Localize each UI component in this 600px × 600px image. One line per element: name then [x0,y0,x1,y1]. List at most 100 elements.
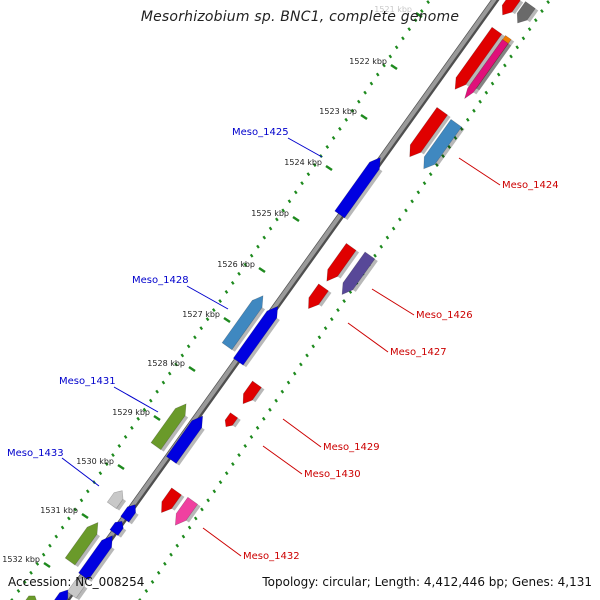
tick-dot-inner [163,561,167,566]
tick-dot-inner [373,253,377,258]
tick-dot-outer [306,172,311,177]
gene-label[interactable]: Meso_1429 [323,442,380,453]
gene-arrow-shade [526,8,539,23]
tick-dot-outer [199,326,204,331]
gene-arrow[interactable] [166,415,204,464]
tick-dot-inner [435,163,439,168]
gene-arrow-shade [252,387,265,403]
tick-dot-outer [293,190,298,195]
gene-arrow[interactable] [161,487,182,514]
tick-mark [415,11,423,19]
gene-arrow[interactable] [221,295,264,351]
tick-mark [360,113,368,121]
tick-dot-inner [397,217,402,222]
tick-dot-inner [385,235,390,240]
gene-label[interactable]: Meso_1427 [390,347,447,358]
gene-arrow[interactable] [501,0,521,16]
gene-arrow[interactable] [106,490,124,509]
gene-label[interactable]: Meso_1428 [132,275,189,286]
gene-arrow[interactable] [25,595,37,600]
gene-label[interactable]: Meso_1433 [7,448,64,459]
tick-label: 1521 kbp [374,5,412,14]
tick-dot-outer [363,90,367,95]
tick-dot-inner [465,117,470,122]
gene-arrow[interactable] [52,589,69,600]
gene-arrow[interactable] [334,157,381,219]
gene-arrow[interactable] [308,283,329,310]
gene-label[interactable]: Meso_1425 [232,127,289,138]
gene-arrow[interactable] [516,1,536,24]
tick-dot-outer [312,163,317,168]
tick-dot-outer [350,108,355,113]
tick-dot-inner [169,552,173,557]
tick-dot-outer [224,290,229,294]
tick-dot-outer [369,81,374,86]
tick-dot-inner [379,244,384,249]
tick-dot-outer [243,262,248,267]
tick-dot-outer [382,63,386,68]
gene-label[interactable]: Meso_1426 [416,310,473,321]
tick-dot-outer [262,235,267,240]
tick-dot-outer [161,380,166,385]
gene-arrow[interactable] [242,380,262,405]
gene-arrow[interactable] [454,26,503,90]
gene-arrow-shade [476,39,515,91]
tick-dot-inner [243,444,248,448]
tick-dot-outer [142,407,147,412]
tick-mark [325,164,333,172]
tick-dot-outer [186,344,191,349]
gene-arrow[interactable] [464,39,509,100]
tick-dot-inner [509,54,513,59]
gene-arrow[interactable] [409,107,448,158]
gene-arrow-shade [243,317,280,368]
gene-arrow[interactable] [423,119,462,170]
gene-label[interactable]: Meso_1430 [304,469,361,480]
tick-dot-inner [533,18,538,23]
gene-arrow[interactable] [120,504,136,523]
tick-dot-outer [29,570,33,575]
tick-dot-inner [496,72,501,77]
tick-dot-inner [138,598,142,600]
leader-line [61,457,100,487]
tick-marks-inner [138,0,550,600]
gene-arrow-shade [344,169,383,220]
leader-line [202,527,242,557]
tick-dot-inner [416,190,421,195]
gene-arrow[interactable] [64,521,99,566]
tick-dot-outer [218,299,222,303]
tick-dot-outer [48,543,52,548]
gene-arrow[interactable] [66,576,85,599]
tick-dot-outer [73,507,77,512]
leader-line [262,445,303,475]
gene-arrow[interactable] [109,520,124,537]
topology-text: Topology: circular; Length: 4,412,446 bp… [262,575,592,589]
tick-dot-outer [41,552,46,557]
gene-arrow-shade [76,586,88,600]
gene-arrow[interactable] [150,403,187,451]
gene-arrow[interactable] [341,251,376,296]
tick-dot-inner [292,371,297,376]
gene-arrow[interactable] [224,412,239,428]
tick-dot-inner [200,507,204,512]
tick-dot-inner [261,416,266,421]
tick-dot-inner [404,208,408,213]
tick-dot-inner [268,407,272,412]
tick-dot-outer [136,416,141,421]
gene-arrow[interactable] [78,535,113,581]
tick-dot-outer [148,398,153,403]
gene-arrow[interactable] [174,496,199,526]
tick-dot-inner [515,45,520,50]
tick-dot-inner [299,362,303,367]
gene-arrow[interactable] [232,305,279,366]
leader-line [186,285,229,310]
tick-dot-inner [231,462,235,467]
gene-label[interactable]: Meso_1431 [59,376,116,387]
tick-dot-inner [224,471,229,476]
gene-arrow[interactable] [326,243,357,282]
gene-label[interactable]: Meso_1432 [243,551,300,562]
tick-dot-inner [329,317,334,322]
gene-label[interactable]: Meso_1424 [502,180,559,191]
